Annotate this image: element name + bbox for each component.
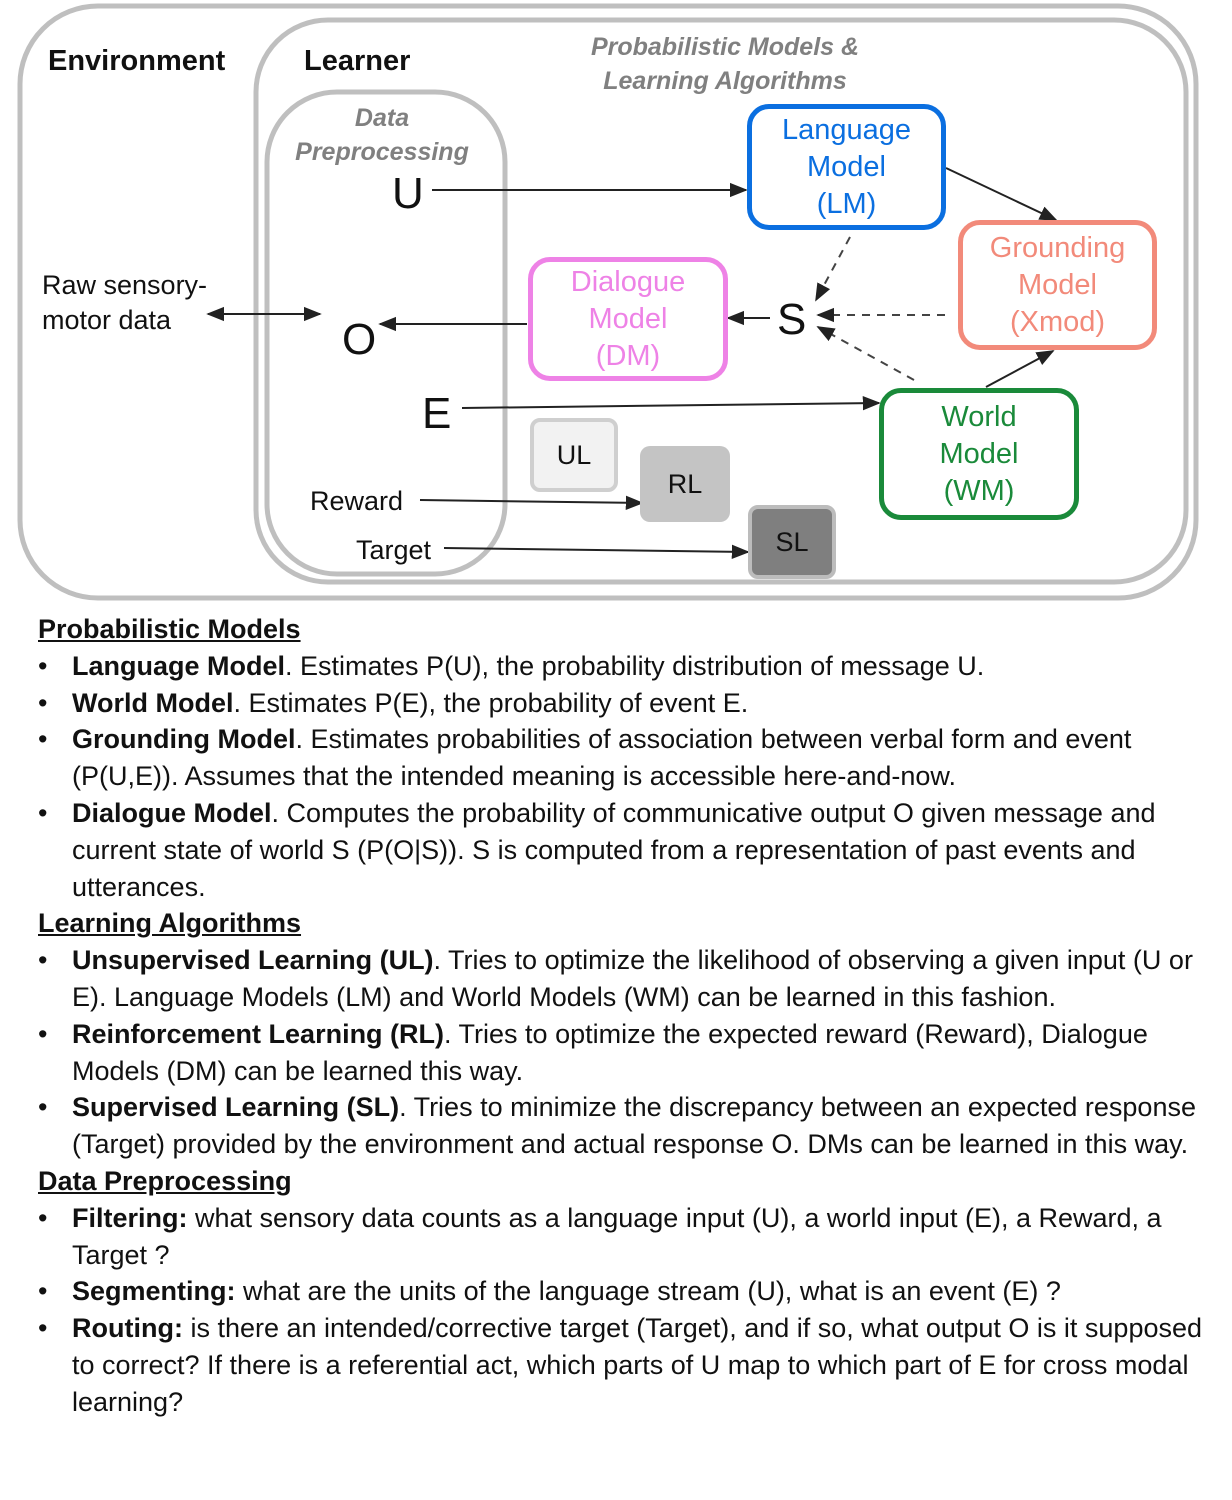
learner-label: Learner [304, 45, 411, 77]
item-term: Grounding Model [72, 724, 296, 755]
arrow-lm-to-s [815, 236, 851, 302]
var-o: O [342, 315, 377, 364]
arrow-target-to-sl [443, 544, 750, 559]
list-item: • Unsupervised Learning (UL). Tries to op… [38, 942, 1218, 1016]
preprocessing-frame [264, 89, 508, 577]
item-text: what are the units of the language strea… [235, 1276, 1061, 1307]
ul-box: UL [530, 418, 618, 492]
section-data-preprocessing: Data Preprocessing • Filtering: what sens… [38, 1163, 1218, 1421]
item-term: Reinforcement Learning (RL) [72, 1018, 445, 1049]
list-item: • Reinforcement Learning (RL). Tries to o… [38, 1016, 1218, 1090]
language-model-box: Language Model (LM) [747, 104, 946, 230]
item-term: Routing: [72, 1313, 183, 1344]
item-term: Language Model [72, 650, 286, 681]
rl-box: RL [640, 446, 730, 522]
item-text: . Tries to minimize the discrepancy betw… [72, 1092, 1196, 1160]
item-term: Supervised Learning (SL) [72, 1092, 400, 1123]
item-text: . Computes the probability of communicat… [72, 797, 1156, 902]
arrow-wm-to-xmod [985, 350, 1055, 388]
arrow-lm-to-xmod [945, 167, 1058, 221]
grounding-model-label: Grounding Model (Xmod) [989, 231, 1126, 338]
list-item: • World Model. Estimates P(E), the probab… [38, 685, 1218, 722]
bullet: • [38, 1092, 48, 1123]
var-u: U [392, 169, 424, 218]
target-label: Target [356, 535, 432, 565]
bullet: • [38, 797, 48, 828]
item-text: . Estimates P(E), the probability of eve… [233, 687, 749, 718]
item-text: . Estimates probabilities of association… [72, 724, 1132, 792]
legend-text: Probabilistic Models •Language Model. Es… [38, 611, 1218, 1421]
arrow-wm-to-s [816, 326, 915, 381]
raw-data-label-line2: motor data [42, 305, 172, 335]
architecture-diagram [17, 3, 1199, 601]
bullet: • [38, 945, 48, 976]
bullet: • [38, 687, 48, 718]
arrow-e-to-wm [461, 395, 881, 411]
item-term: World Model [72, 687, 234, 718]
bullet: • [38, 1313, 48, 1344]
raw-data-label: Raw sensory- motor data [42, 268, 207, 338]
dialogue-model-label: Dialogue Model (DM) [570, 265, 686, 372]
arrow-reward-to-rl [419, 495, 644, 510]
bullet: • [38, 1276, 48, 1307]
preprocessing-label: Data Preprocessing [272, 101, 492, 169]
section-learning-algorithms: Learning Algorithms • Unsupervised Learni… [38, 905, 1218, 1163]
item-text: what sensory data counts as a language i… [72, 1202, 1162, 1270]
item-text: . Estimates P(U), the probability distri… [285, 650, 985, 681]
reward-label: Reward [310, 486, 404, 516]
list-item: • Language Model. Estimates P(U), the pro… [38, 648, 1218, 685]
pmla-label-line2: Learning Algorithms [603, 67, 847, 95]
list-item: • Segmenting: what are the units of the l… [38, 1273, 1218, 1310]
preprocessing-label-line1: Data [354, 104, 410, 132]
dialogue-model-box: Dialogue Model (DM) [528, 257, 728, 381]
list-item: • Grounding Model. Estimates probabilitie… [38, 721, 1218, 795]
environment-label: Environment [48, 45, 226, 77]
pmla-label: Probabilistic Models & Learning Algorith… [560, 30, 890, 98]
item-term: Filtering: [72, 1202, 188, 1233]
list-item: • Filtering: what sensory data counts as … [38, 1200, 1218, 1274]
list-item: • Supervised Learning (SL). Tries to mini… [38, 1089, 1218, 1163]
bullet: • [38, 1018, 48, 1049]
world-model-label: World Model (WM) [939, 400, 1019, 507]
item-term: Segmenting: [72, 1276, 236, 1307]
item-text: . Tries to optimize the likelihood of ob… [72, 945, 1193, 1012]
section-title: Probabilistic Models [38, 614, 301, 644]
section-title: Learning Algorithms [38, 908, 302, 939]
list-item: • Dialogue Model. Computes the probabilit… [38, 795, 1218, 905]
item-term: Unsupervised Learning (UL) [72, 945, 434, 976]
environment-frame [17, 3, 1199, 601]
section-probabilistic-models: Probabilistic Models •Language Model. Es… [38, 611, 1218, 905]
bullet: • [38, 1202, 48, 1233]
raw-data-label-line1: Raw sensory- [42, 270, 208, 300]
list-item: • Routing: is there an intended/correctiv… [38, 1310, 1218, 1420]
item-text: is there an intended/corrective target (… [72, 1313, 1203, 1417]
bullet: • [38, 724, 48, 755]
var-s: S [777, 295, 807, 344]
item-term: Dialogue Model [72, 797, 272, 828]
section-title: Data Preprocessing [38, 1165, 292, 1196]
language-model-label: Language Model (LM) [781, 113, 912, 220]
preprocessing-label-line2: Preprocessing [295, 138, 469, 166]
var-e: E [422, 389, 452, 438]
learner-frame [253, 17, 1189, 585]
pmla-label-line1: Probabilistic Models & [590, 33, 860, 61]
grounding-model-box: Grounding Model (Xmod) [958, 220, 1157, 350]
sl-box: SL [748, 505, 836, 579]
bullet: • [38, 650, 48, 681]
item-text: . Tries to optimize the expected reward … [72, 1018, 1148, 1086]
world-model-box: World Model (WM) [879, 388, 1079, 520]
